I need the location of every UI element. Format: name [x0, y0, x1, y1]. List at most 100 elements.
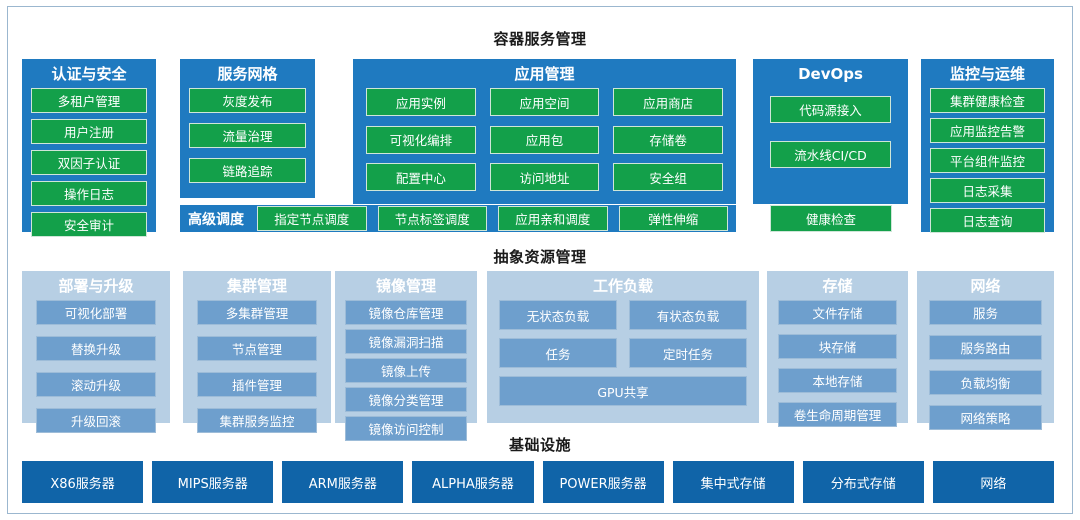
- chip-platform-component-monitor[interactable]: 平台组件监控: [930, 148, 1045, 173]
- panel-title-auth-security: 认证与安全: [51, 65, 127, 83]
- panel-monitor-ops[interactable]: 监控与运维 集群健康检查 应用监控告警 平台组件监控 日志采集 日志查询: [921, 59, 1054, 233]
- chip-config-center[interactable]: 配置中心: [366, 163, 476, 192]
- layer-title-container-service: 容器服务管理: [493, 30, 587, 48]
- panel-title-storage: 存储: [822, 277, 853, 295]
- chip-image-category-management[interactable]: 镜像分类管理: [345, 387, 467, 412]
- chip-cluster-service-monitor[interactable]: 集群服务监控: [197, 408, 317, 433]
- chip-multi-tenant[interactable]: 多租户管理: [31, 88, 147, 113]
- panel-application-management[interactable]: 应用管理 应用实例 应用空间 应用商店 可视化编排 应用包 存储卷 配置中心 访…: [353, 59, 736, 204]
- chip-replace-upgrade[interactable]: 替换升级: [36, 336, 156, 361]
- chip-mips-server[interactable]: MIPS服务器: [152, 461, 274, 503]
- chip-power-server[interactable]: POWER服务器: [542, 461, 664, 503]
- chip-pipeline-cicd[interactable]: 流水线CI/CD: [770, 141, 891, 168]
- chip-service-route[interactable]: 服务路由: [929, 335, 1042, 360]
- panel-network[interactable]: 网络 服务 服务路由 负载均衡 网络策略: [917, 271, 1054, 430]
- chip-gray-release[interactable]: 灰度发布: [189, 88, 306, 113]
- chip-local-storage[interactable]: 本地存储: [778, 368, 897, 393]
- panel-title-monitor-ops: 监控与运维: [949, 65, 1025, 83]
- chip-multi-cluster-management[interactable]: 多集群管理: [197, 300, 317, 325]
- chip-job[interactable]: 任务: [499, 338, 617, 368]
- chip-alpha-server[interactable]: ALPHA服务器: [412, 461, 534, 503]
- chip-node-label-scheduling[interactable]: 节点标签调度: [377, 206, 487, 231]
- chip-app-package[interactable]: 应用包: [489, 125, 600, 154]
- chip-arm-server[interactable]: ARM服务器: [282, 461, 404, 503]
- chip-security-group[interactable]: 安全组: [613, 163, 723, 192]
- chip-load-balancing[interactable]: 负载均衡: [929, 370, 1042, 395]
- chip-distributed-storage[interactable]: 分布式存储: [802, 461, 924, 503]
- advanced-scheduling-label: 高级调度: [188, 211, 244, 228]
- chip-traffic-governance[interactable]: 流量治理: [189, 123, 306, 148]
- chip-stack-auth-security: 多租户管理 用户注册 双因子认证 操作日志 安全审计: [23, 88, 155, 245]
- chip-visual-orchestration[interactable]: 可视化编排: [366, 125, 476, 154]
- chip-image-vuln-scan[interactable]: 镜像漏洞扫描: [345, 329, 467, 354]
- chip-image-upload[interactable]: 镜像上传: [345, 358, 467, 383]
- chip-network-policy[interactable]: 网络策略: [929, 405, 1042, 430]
- panel-title-service-mesh: 服务网格: [217, 65, 278, 83]
- panel-storage[interactable]: 存储 文件存储 块存储 本地存储 卷生命周期管理: [767, 271, 908, 427]
- panel-deploy-upgrade[interactable]: 部署与升级 可视化部署 替换升级 滚动升级 升级回滚: [22, 271, 170, 433]
- chip-app-space[interactable]: 应用空间: [489, 88, 600, 116]
- chip-health-check[interactable]: 健康检查: [770, 205, 892, 232]
- workload-row-2: 任务 定时任务: [499, 338, 747, 368]
- chip-block-storage[interactable]: 块存储: [778, 334, 897, 359]
- chip-upgrade-rollback[interactable]: 升级回滚: [36, 408, 156, 433]
- chip-stateful-workload[interactable]: 有状态负载: [629, 300, 747, 330]
- chip-cluster-health-check[interactable]: 集群健康检查: [930, 88, 1045, 113]
- workload-row-1: 无状态负载 有状态负载: [499, 300, 747, 330]
- panel-title-application-management: 应用管理: [514, 65, 575, 83]
- chip-user-register[interactable]: 用户注册: [31, 119, 147, 144]
- panel-title-deploy-upgrade: 部署与升级: [58, 277, 134, 295]
- chip-operation-log[interactable]: 操作日志: [31, 181, 147, 206]
- panel-title-network: 网络: [970, 277, 1001, 295]
- panel-service-mesh[interactable]: 服务网格 灰度发布 流量治理 链路追踪: [180, 59, 315, 198]
- panel-auth-security[interactable]: 认证与安全 多租户管理 用户注册 双因子认证 操作日志 安全审计: [22, 59, 156, 237]
- chip-image-access-control[interactable]: 镜像访问控制: [345, 416, 467, 441]
- chip-app-store[interactable]: 应用商店: [613, 88, 723, 116]
- chip-rolling-upgrade[interactable]: 滚动升级: [36, 372, 156, 397]
- chip-service[interactable]: 服务: [929, 300, 1042, 325]
- chip-two-factor-auth[interactable]: 双因子认证: [31, 150, 147, 175]
- chip-app-monitor-alarm[interactable]: 应用监控告警: [930, 118, 1045, 143]
- infrastructure-row: X86服务器 MIPS服务器 ARM服务器 ALPHA服务器 POWER服务器 …: [22, 461, 1054, 503]
- chip-app-affinity-scheduling[interactable]: 应用亲和调度: [498, 206, 608, 231]
- chip-storage-volume[interactable]: 存储卷: [613, 125, 723, 154]
- chip-image-repo-management[interactable]: 镜像仓库管理: [345, 300, 467, 325]
- chip-code-source-access[interactable]: 代码源接入: [770, 96, 891, 123]
- chip-cron-job[interactable]: 定时任务: [629, 338, 747, 368]
- panel-title-image-management: 镜像管理: [375, 277, 436, 295]
- panel-title-devops: DevOps: [798, 65, 863, 83]
- chip-security-audit[interactable]: 安全审计: [31, 212, 147, 237]
- workload-row-3: GPU共享: [499, 376, 747, 406]
- chip-elastic-scaling[interactable]: 弹性伸缩: [618, 206, 728, 231]
- chip-grid-application-management: 应用实例 应用空间 应用商店 可视化编排 应用包 存储卷 配置中心 访问地址 安…: [354, 88, 735, 203]
- chip-log-query[interactable]: 日志查询: [930, 208, 1045, 233]
- chip-x86-server[interactable]: X86服务器: [22, 461, 144, 503]
- chip-app-instance[interactable]: 应用实例: [366, 88, 476, 116]
- panel-devops[interactable]: DevOps 代码源接入 流水线CI/CD: [753, 59, 908, 204]
- chip-file-storage[interactable]: 文件存储: [778, 300, 897, 325]
- panel-cluster-management[interactable]: 集群管理 多集群管理 节点管理 插件管理 集群服务监控: [183, 271, 331, 433]
- chip-stateless-workload[interactable]: 无状态负载: [499, 300, 617, 330]
- chip-plugin-management[interactable]: 插件管理: [197, 372, 317, 397]
- chip-network-infra[interactable]: 网络: [932, 461, 1054, 503]
- chip-stack-network: 服务 服务路由 负载均衡 网络策略: [918, 300, 1053, 441]
- chip-body-workload: 无状态负载 有状态负载 任务 定时任务 GPU共享: [488, 300, 758, 422]
- chip-access-address[interactable]: 访问地址: [489, 163, 600, 192]
- panel-workload[interactable]: 工作负载 无状态负载 有状态负载 任务 定时任务 GPU共享: [487, 271, 759, 423]
- chip-stack-deploy-upgrade: 可视化部署 替换升级 滚动升级 升级回滚: [23, 300, 169, 444]
- chip-link-tracing[interactable]: 链路追踪: [189, 158, 306, 183]
- chip-gpu-sharing[interactable]: GPU共享: [499, 376, 747, 406]
- chip-stack-service-mesh: 灰度发布 流量治理 链路追踪: [181, 88, 314, 197]
- chip-node-management[interactable]: 节点管理: [197, 336, 317, 361]
- chip-stack-monitor-ops: 集群健康检查 应用监控告警 平台组件监控 日志采集 日志查询: [922, 88, 1053, 241]
- layer-title-abstract-resource: 抽象资源管理: [493, 248, 587, 266]
- chip-visual-deploy[interactable]: 可视化部署: [36, 300, 156, 325]
- chip-volume-lifecycle-management[interactable]: 卷生命周期管理: [778, 402, 897, 427]
- chip-log-collection[interactable]: 日志采集: [930, 178, 1045, 203]
- chip-specified-node-scheduling[interactable]: 指定节点调度: [257, 206, 367, 231]
- chip-stack-cluster-management: 多集群管理 节点管理 插件管理 集群服务监控: [184, 300, 330, 444]
- panel-title-cluster-management: 集群管理: [226, 277, 287, 295]
- panel-image-management[interactable]: 镜像管理 镜像仓库管理 镜像漏洞扫描 镜像上传 镜像分类管理 镜像访问控制: [335, 271, 477, 441]
- chip-centralized-storage[interactable]: 集中式存储: [672, 461, 794, 503]
- layer-title-infrastructure: 基础设施: [508, 436, 571, 454]
